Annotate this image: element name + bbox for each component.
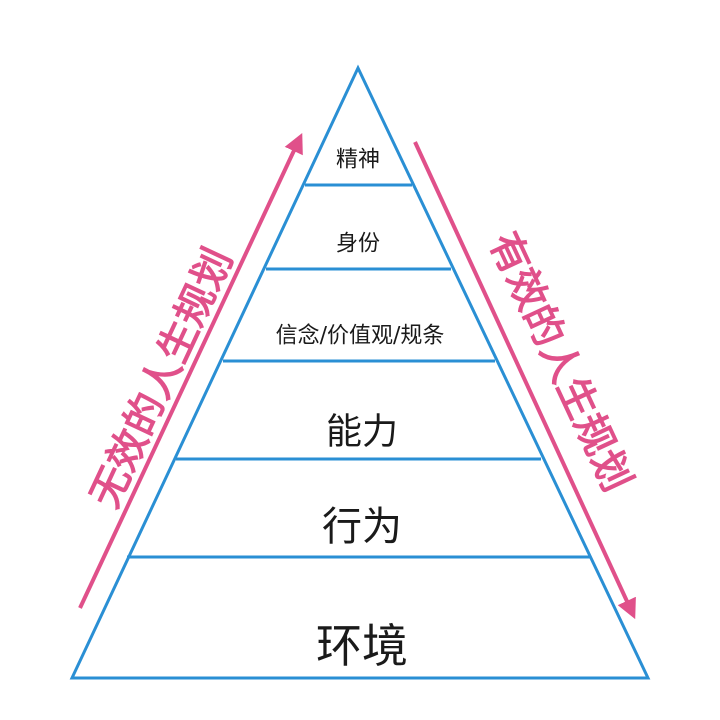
tier-label-ability: 能力 bbox=[326, 412, 398, 453]
pyramid-outline bbox=[69, 64, 651, 680]
right-arrow-down bbox=[413, 141, 636, 620]
tier-label-behavior: 行为 bbox=[322, 504, 402, 550]
tier-label-spirit: 精神 bbox=[336, 148, 380, 173]
tier-label-environment: 环境 bbox=[316, 619, 408, 673]
left-arrow-up bbox=[78, 132, 303, 609]
tier-label-identity: 身份 bbox=[336, 232, 380, 257]
tier-label-beliefs: 信念/价值观/规条 bbox=[276, 324, 445, 349]
